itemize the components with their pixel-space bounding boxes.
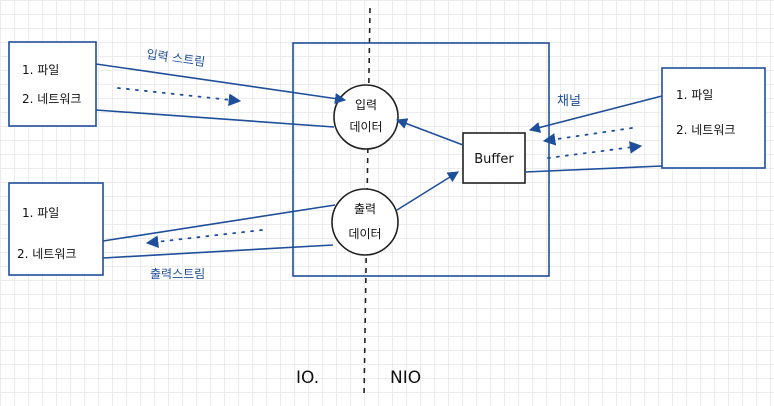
input-data-circle <box>333 84 399 150</box>
output-data-circle <box>331 188 399 256</box>
left-bottom-target-box <box>8 182 104 276</box>
right-item-network: 2. 네트워크 <box>676 123 735 137</box>
input-stream-label: 입력 스트림 <box>146 47 206 69</box>
channel-line-bottom <box>524 165 663 173</box>
channel-label: 채널 <box>557 94 581 109</box>
nio-label: NIO <box>390 368 421 388</box>
output-stream-flow-arrow <box>145 229 263 248</box>
output-stream-line-top <box>102 204 336 242</box>
input-stream-flow-arrow <box>117 87 242 107</box>
output-to-buffer-arrow <box>396 171 459 211</box>
left-bottom-item-network: 2. 네트워크 <box>17 247 76 261</box>
left-bottom-item-file: 1. 파일 <box>22 206 59 220</box>
buffer-to-input-arrow <box>395 118 464 146</box>
right-endpoint-box <box>661 67 766 169</box>
output-stream-label: 출력스트림 <box>150 267 205 281</box>
left-top-source-box <box>8 41 97 127</box>
right-item-file: 1. 파일 <box>676 88 713 102</box>
left-top-item-file: 1. 파일 <box>22 63 59 77</box>
channel-flow-arrow-out <box>547 141 643 159</box>
output-data-label-line1: 출력 <box>354 202 376 216</box>
input-stream-line-top <box>95 63 347 105</box>
output-stream-line-bottom <box>102 244 334 259</box>
channel-flow-arrow-in <box>542 127 633 146</box>
input-stream-line-bottom <box>95 109 335 128</box>
nio-container <box>292 42 550 277</box>
channel-line-top <box>528 95 663 133</box>
io-label: IO. <box>296 368 319 388</box>
left-top-item-network: 2. 네트워크 <box>22 92 81 106</box>
output-data-label-line2: 데이터 <box>348 227 381 241</box>
input-data-label-line2: 데이터 <box>349 120 382 134</box>
buffer-box <box>462 132 526 184</box>
input-data-label-line1: 입력 <box>355 98 377 112</box>
buffer-label: Buffer <box>474 152 514 167</box>
